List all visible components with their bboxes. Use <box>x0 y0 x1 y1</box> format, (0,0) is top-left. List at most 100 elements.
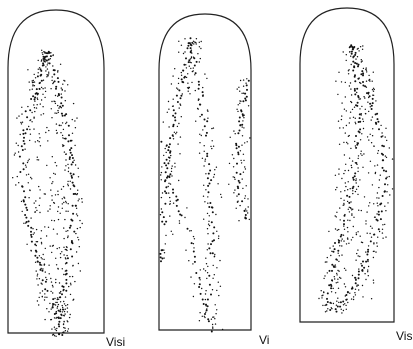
stipple-dot <box>165 148 166 149</box>
stipple-dot <box>36 107 37 108</box>
stipple-dot <box>246 210 247 211</box>
stipple-dot <box>365 251 366 252</box>
stipple-dot <box>234 189 235 190</box>
stipple-dot <box>174 163 175 164</box>
stipple-dot <box>349 293 350 294</box>
stipple-dot <box>51 195 52 196</box>
stipple-dot <box>367 259 369 261</box>
stipple-dot <box>72 133 73 134</box>
stipple-dot <box>70 314 71 315</box>
stipple-dot <box>191 62 192 63</box>
stipple-dot <box>212 278 213 279</box>
stipple-dot <box>30 231 32 233</box>
stipple-dot <box>68 134 70 136</box>
stipple-dot <box>347 201 348 202</box>
stipple-dot <box>191 42 193 44</box>
stipple-dot <box>67 235 68 236</box>
stipple-dot <box>40 238 41 239</box>
stipple-dot <box>237 111 238 112</box>
stipple-dot <box>244 198 245 199</box>
stipple-dot <box>48 227 49 228</box>
stipple-dot <box>168 146 170 148</box>
stipple-dot <box>37 140 38 141</box>
stipple-dot <box>31 121 32 122</box>
stipple-dot <box>78 176 79 177</box>
stipple-dot <box>50 278 51 279</box>
stipple-dot <box>341 240 342 241</box>
stipple-dot <box>78 168 79 169</box>
stipple-dot <box>205 258 206 259</box>
stipple-dot <box>387 202 388 203</box>
stipple-dot <box>65 330 66 331</box>
stipple-dot <box>327 272 328 273</box>
stipple-dot <box>42 268 43 269</box>
stipple-dot <box>362 49 363 50</box>
stipple-dot <box>169 160 170 161</box>
stipple-dot <box>70 225 72 227</box>
stipple-dot <box>37 75 39 77</box>
stipple-dot <box>335 266 336 267</box>
stipple-dot <box>343 203 344 204</box>
stipple-dot <box>63 247 64 248</box>
stipple-dot <box>335 228 336 229</box>
stipple-dot <box>30 98 32 100</box>
stipple-dot <box>44 319 45 320</box>
stipple-dot <box>161 211 163 213</box>
stipple-dot <box>211 319 212 320</box>
stipple-dot <box>190 276 191 277</box>
stipple-dot <box>63 321 64 322</box>
stipple-dot <box>336 301 337 302</box>
stipple-dot <box>377 118 379 120</box>
stipple-dot <box>247 212 248 213</box>
stipple-dot <box>40 103 41 104</box>
stipple-dot <box>61 97 63 99</box>
stipple-dot <box>335 264 336 265</box>
stipple-dot <box>65 201 66 202</box>
stipple-dot <box>25 132 27 134</box>
stipple-dot <box>248 206 249 207</box>
stipple-dot <box>343 205 344 206</box>
stipple-dot <box>205 290 206 291</box>
stipple-dot <box>61 293 63 295</box>
stipple-dot <box>14 154 15 155</box>
stipple-dot <box>212 328 213 329</box>
stipple-dot <box>204 316 205 317</box>
stipple-dot <box>70 173 72 175</box>
stipple-dot <box>199 61 200 62</box>
stipple-dot <box>20 134 21 135</box>
stipple-dot <box>383 170 385 172</box>
stipple-dot <box>203 303 205 305</box>
stipple-dot <box>45 66 46 67</box>
stipple-dot <box>360 46 361 47</box>
stipple-dot <box>29 81 30 82</box>
stipple-dot <box>246 96 248 98</box>
stipple-dot <box>163 249 164 250</box>
stipple-dot <box>207 109 208 110</box>
stipple-dot <box>163 121 164 122</box>
stipple-dot <box>335 81 336 82</box>
stipple-dot <box>62 268 63 269</box>
stipple-dot <box>331 291 332 292</box>
stipple-dot <box>206 153 208 155</box>
stipple-dot <box>54 317 55 318</box>
stipple-dot <box>184 38 185 39</box>
stipple-dot <box>237 132 239 134</box>
stipple-dot <box>59 282 60 283</box>
stipple-dot <box>358 285 359 286</box>
stipple-dot <box>193 247 194 248</box>
stipple-dot <box>238 146 240 148</box>
stipple-dot <box>337 298 338 299</box>
stipple-dot <box>346 110 347 111</box>
stipple-dot <box>246 84 248 86</box>
stipple-dot <box>382 167 384 169</box>
stipple-dot <box>362 242 363 243</box>
stipple-dot <box>354 107 355 108</box>
stipple-dot <box>27 225 29 227</box>
stipple-dot <box>346 142 347 143</box>
stipple-dot <box>72 265 73 266</box>
panel-middle <box>159 14 251 333</box>
stipple-dot <box>186 67 187 68</box>
stipple-dot <box>342 238 343 239</box>
stipple-dot <box>239 182 241 184</box>
stipple-dot <box>387 184 388 185</box>
